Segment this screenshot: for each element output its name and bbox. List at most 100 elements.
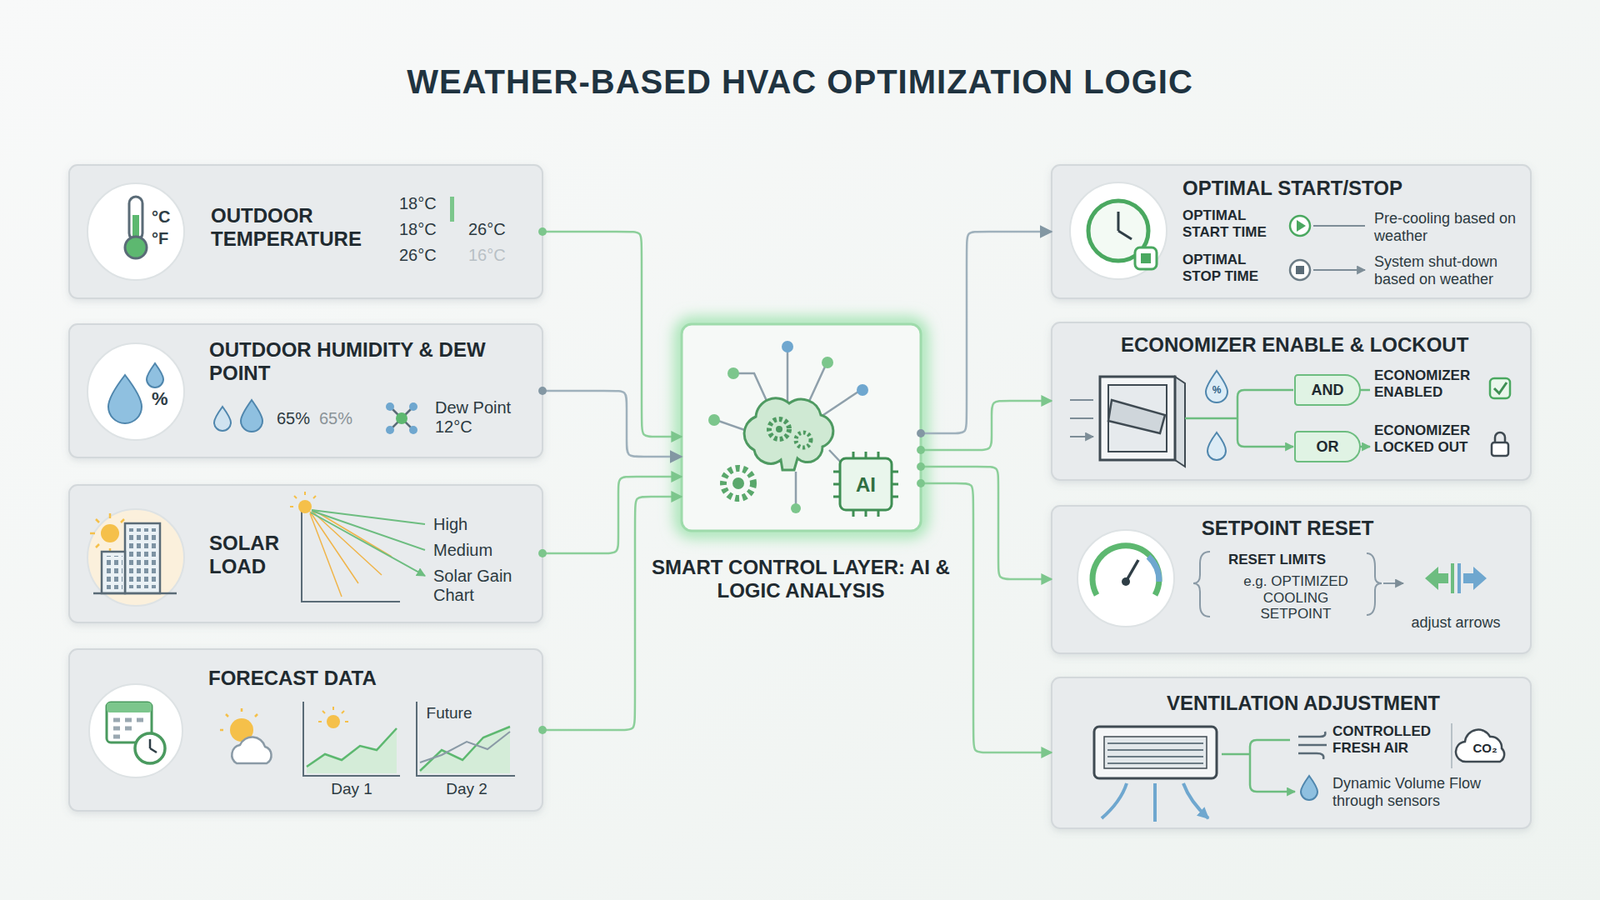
label: OPTIMAL START TIME (1182, 207, 1286, 240)
icon-circle (1070, 182, 1167, 280)
label: AI (845, 473, 887, 497)
solar-building-icon (90, 513, 129, 554)
label: System shut-down based on weather (1374, 253, 1526, 288)
panel (1051, 322, 1531, 480)
ventilation-unit (1094, 726, 1217, 779)
damper-icon (1491, 442, 1509, 456)
forecast-chart (303, 701, 515, 776)
setpoint-gauge (1193, 551, 1210, 617)
damper-icon (1185, 390, 1292, 447)
connector (920, 231, 1052, 434)
ai-brain-icon (833, 451, 899, 517)
setpoint-gauge (1148, 556, 1160, 582)
solar-building-icon (125, 523, 160, 594)
calendar-clock-icon (113, 720, 144, 737)
damper-icon (1070, 370, 1510, 467)
setpoint-gauge (1383, 582, 1404, 585)
dew-point-molecule (409, 402, 418, 411)
ai-brain-icon (856, 384, 869, 396)
forecast-chart (306, 728, 397, 774)
dew-point-molecule (385, 402, 395, 411)
setpoint-gauge (1450, 563, 1455, 594)
panel-heading: OPTIMAL START/STOP (1182, 176, 1516, 200)
label: 65% (276, 409, 319, 429)
dew-point-molecule (390, 406, 414, 430)
page-title: WEATHER-BASED HVAC OPTIMIZATION LOGIC (0, 63, 1600, 101)
forecast-chart (416, 701, 515, 776)
clock-icon (1313, 225, 1365, 270)
label: °F (151, 229, 185, 249)
label: 18°C (399, 220, 458, 240)
ai-brain-icon (727, 367, 740, 380)
ventilation-unit (1300, 775, 1318, 800)
connector (920, 483, 1052, 753)
connector (542, 476, 682, 554)
damper-icon (1108, 400, 1165, 434)
connector (542, 231, 682, 437)
ai-brain-icon (775, 425, 783, 433)
clock-icon (1290, 215, 1310, 236)
solar-building-icon (93, 592, 177, 595)
icon-circle (89, 684, 183, 778)
label: 18°C (399, 194, 458, 214)
solar-gain-chart (290, 491, 425, 602)
label: Day 2 (433, 780, 500, 799)
clock-icon (1140, 253, 1151, 264)
panel-heading: SMART CONTROL LAYER: AI & LOGIC ANALYSIS (650, 555, 951, 602)
panel-heading: OUTDOOR HUMIDITY & DEW POINT (209, 338, 493, 385)
forecast-chart (420, 731, 510, 763)
label: RESET LIMITS (1228, 551, 1354, 569)
clock-icon (1290, 260, 1310, 280)
label: Dynamic Volume Flow through sensors (1332, 775, 1500, 810)
label: 65% (319, 409, 365, 429)
solar-building-icon (100, 524, 120, 543)
label: Pre-cooling based on weather (1374, 210, 1526, 245)
setpoint-gauge (1366, 553, 1382, 615)
panel (1051, 505, 1531, 654)
icon-circle (1077, 530, 1175, 627)
calendar-clock-icon (106, 702, 165, 764)
panel (69, 649, 543, 811)
logic-gate: AND (1294, 374, 1361, 406)
control-box-glow (681, 324, 921, 531)
icon-circle (87, 343, 185, 440)
solar-building-icon (129, 528, 156, 589)
thermometer-icon (125, 236, 147, 259)
panel (69, 165, 543, 299)
clock-icon (1135, 247, 1157, 270)
damper-icon (1205, 370, 1228, 403)
label: ECONOMIZER LOCKED OUT (1374, 422, 1485, 455)
control-box-glow (681, 324, 921, 531)
label: 26°C (399, 245, 458, 265)
ventilation-unit (1104, 736, 1207, 769)
connector (542, 390, 682, 457)
ai-brain-icon (769, 419, 790, 440)
label: adjust arrows (1401, 614, 1510, 632)
connector (542, 496, 682, 730)
solar-building-icon (90, 513, 177, 594)
dew-point-molecule (385, 425, 395, 435)
setpoint-gauge (1092, 545, 1160, 595)
ai-brain-icon (795, 432, 811, 448)
panel (69, 485, 543, 623)
solar-gain-chart (301, 503, 400, 602)
setpoint-gauge (1457, 563, 1461, 594)
control-box: SMART CONTROL LAYER: AI & LOGIC ANALYSIS (681, 324, 921, 531)
ventilation-unit (1101, 783, 1209, 822)
sun-cloud-icon (220, 708, 272, 764)
dew-point-molecule (409, 425, 418, 435)
label: % (151, 388, 177, 410)
label: Solar Gain Chart (433, 566, 525, 605)
calendar-clock-icon (150, 739, 157, 753)
info-panel: OUTDOOR HUMIDITY & DEW POINT (69, 324, 543, 458)
setpoint-gauge (1121, 577, 1130, 586)
forecast-chart (326, 715, 340, 729)
damper-icon (1100, 376, 1175, 460)
humidity-icon (108, 375, 142, 424)
solar-building-icon (105, 555, 123, 590)
ai-brain-icon (708, 340, 899, 517)
humidity-icon (214, 406, 231, 431)
panel-heading: OR (1295, 432, 1360, 461)
label: °C (151, 207, 185, 227)
